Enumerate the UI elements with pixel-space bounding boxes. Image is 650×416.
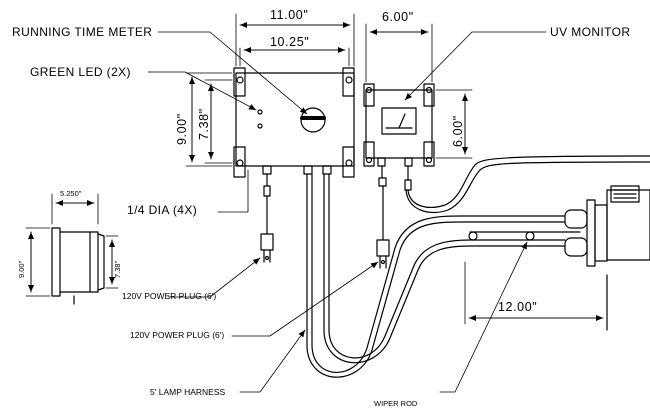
green-led: [257, 123, 263, 129]
mount-tab: [233, 146, 246, 178]
lamp-harness: [306, 173, 566, 378]
uv-meter-face: [381, 107, 417, 135]
running-time-meter-label: RUNNING TIME METER: [12, 25, 153, 39]
lamp-harness-label: 5' LAMP HARNESS: [150, 387, 226, 397]
monitor-height: 6.00": [451, 115, 465, 147]
control-box-dimensions: [185, 13, 355, 167]
mount-hole: [345, 76, 353, 84]
side-view-height-inner: 7.38": [113, 260, 122, 278]
mount-hole-label: 1/4 DIA (4X): [127, 203, 198, 217]
monitor-width: 6.00": [382, 10, 414, 24]
pipe-length: 12.00": [498, 300, 538, 314]
power-cable-2: [376, 165, 390, 269]
side-view-height-outer: 9.00": [17, 260, 26, 278]
power-cable-1: [260, 173, 274, 263]
side-view-dimensions: [25, 193, 119, 297]
power-plug-label-2: 120V POWER PLUG (6'): [130, 330, 225, 340]
wiper-rod-label: WIPER ROD: [374, 399, 418, 408]
uv-monitor-label: UV MONITOR: [550, 25, 631, 39]
leader-lines: [147, 31, 547, 393]
green-led-label: GREEN LED (2X): [30, 65, 131, 79]
running-time-meter-dial: [300, 107, 326, 133]
green-led: [257, 109, 263, 115]
control-box-height-outer: 9.00": [175, 113, 189, 145]
monitor-cable: [404, 155, 650, 214]
uv-monitor-box: [363, 83, 435, 167]
mount-hole: [236, 76, 244, 84]
mount-tab: [342, 146, 355, 178]
mount-hole: [345, 159, 353, 167]
side-view: [51, 227, 105, 305]
pipe-length-dimension: [464, 261, 604, 325]
control-box-height-inner: 7.38": [197, 108, 211, 140]
mount-tab: [233, 67, 246, 97]
side-view-width: 5.250": [60, 189, 82, 198]
control-box-width-outer: 11.00": [270, 8, 309, 22]
control-box-width-inner: 10.25": [270, 35, 310, 49]
mount-tab: [423, 83, 435, 107]
power-plug-label-1: 120V POWER PLUG (6'): [122, 291, 217, 301]
control-box: [233, 67, 355, 178]
mount-tab: [363, 141, 375, 167]
mount-tab: [342, 67, 355, 97]
lamp-housing: [564, 185, 650, 331]
mount-tab: [363, 83, 375, 107]
mount-tab: [423, 141, 435, 167]
mount-hole: [236, 159, 244, 167]
wiper-rod: [468, 231, 581, 241]
